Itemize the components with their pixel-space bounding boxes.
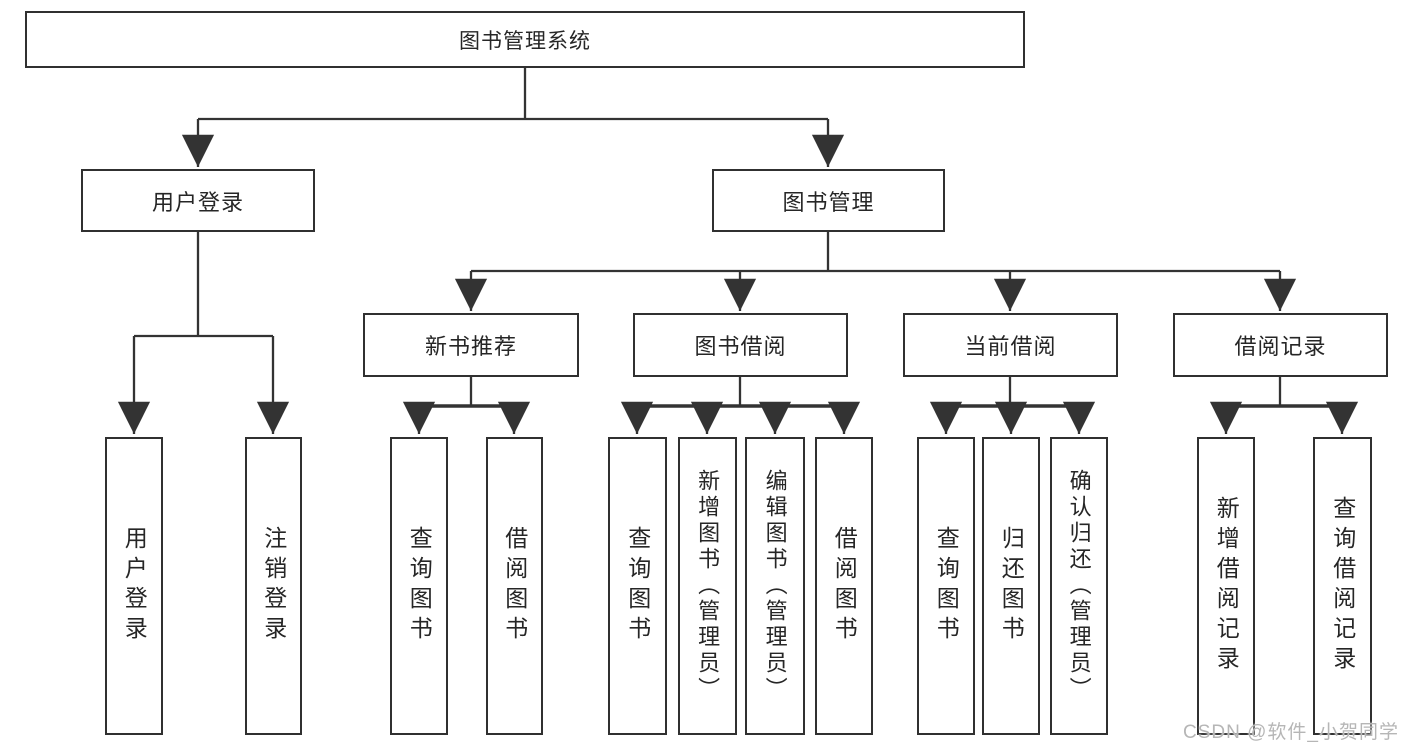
leaf-user-login-label: 用户登录 — [121, 526, 148, 646]
leaf-logout: 注销登录 — [245, 437, 302, 735]
leaf-return-books: 归还图书 — [982, 437, 1040, 735]
leaf-confirm-return-admin-label: 确认归还（管理员） — [1066, 469, 1092, 703]
leaf-query-borrow-record-label: 查询借阅记录 — [1329, 496, 1356, 676]
node-book-management: 图书管理 — [712, 169, 945, 232]
leaf-borrow-query-books-label: 查询图书 — [624, 526, 651, 646]
leaf-user-login: 用户登录 — [105, 437, 163, 735]
leaf-edit-books-admin: 编辑图书（管理员） — [745, 437, 805, 735]
node-root-system: 图书管理系统 — [25, 11, 1025, 68]
leaf-return-books-label: 归还图书 — [998, 526, 1025, 646]
leaf-borrow-books: 借阅图书 — [815, 437, 873, 735]
leaf-current-query-books: 查询图书 — [917, 437, 975, 735]
leaf-recommend-borrow-books: 借阅图书 — [486, 437, 543, 735]
leaf-current-query-books-label: 查询图书 — [933, 526, 960, 646]
node-current-borrow: 当前借阅 — [903, 313, 1118, 377]
leaf-add-books-admin-label: 新增图书（管理员） — [695, 469, 721, 703]
leaf-borrow-query-books: 查询图书 — [608, 437, 667, 735]
leaf-confirm-return-admin: 确认归还（管理员） — [1050, 437, 1108, 735]
leaf-recommend-query-books-label: 查询图书 — [406, 526, 433, 646]
node-new-book-recommend: 新书推荐 — [363, 313, 579, 377]
node-borrow-records: 借阅记录 — [1173, 313, 1388, 377]
leaf-borrow-books-label: 借阅图书 — [831, 526, 858, 646]
leaf-logout-label: 注销登录 — [260, 526, 287, 646]
csdn-watermark: CSDN @软件_小贺同学 — [1183, 722, 1399, 743]
node-user-login: 用户登录 — [81, 169, 315, 232]
leaf-edit-books-admin-label: 编辑图书（管理员） — [762, 469, 788, 703]
leaf-add-books-admin: 新增图书（管理员） — [678, 437, 737, 735]
leaf-add-borrow-record-label: 新增借阅记录 — [1213, 496, 1240, 676]
leaf-recommend-borrow-books-label: 借阅图书 — [501, 526, 528, 646]
leaf-query-borrow-record: 查询借阅记录 — [1313, 437, 1372, 735]
node-book-borrow: 图书借阅 — [633, 313, 848, 377]
leaf-recommend-query-books: 查询图书 — [390, 437, 448, 735]
leaf-add-borrow-record: 新增借阅记录 — [1197, 437, 1255, 735]
